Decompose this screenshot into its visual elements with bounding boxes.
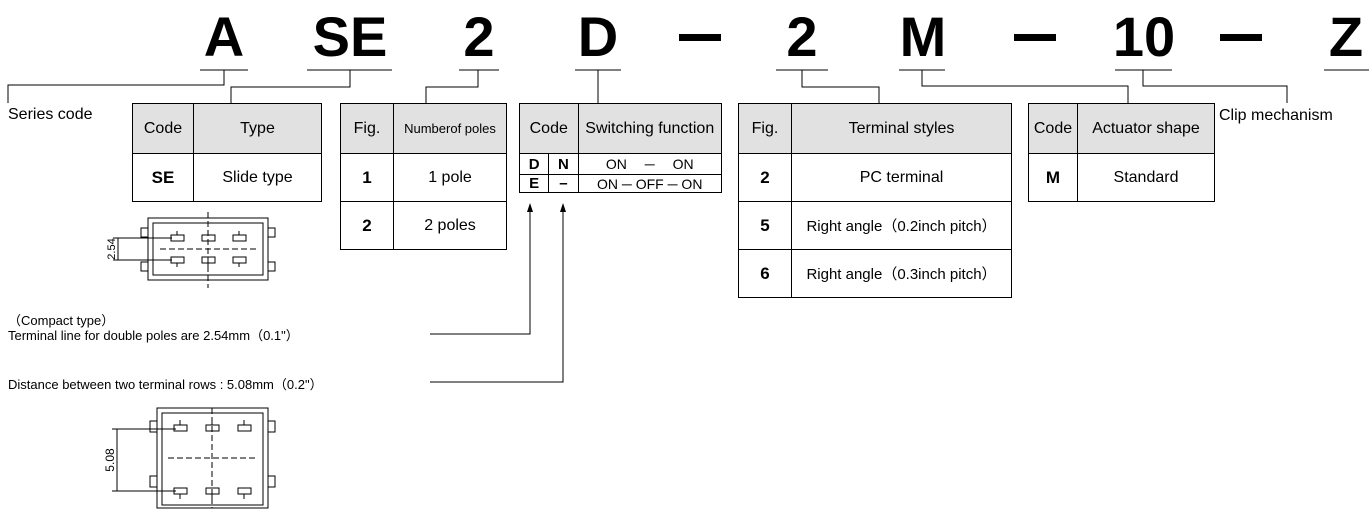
switching-table-header-function: Switching function bbox=[577, 103, 722, 154]
switching-function-table: Code Switching function D N ON ─ ON E – … bbox=[518, 103, 722, 193]
code-part-switching: D bbox=[577, 5, 619, 68]
terminal-rows-note: Distance between two terminal rows : 5.0… bbox=[8, 377, 323, 392]
code-separator-dash bbox=[1220, 34, 1262, 41]
double-poles-note: Terminal line for double poles are 2.54m… bbox=[8, 328, 299, 343]
terminal-desc-cell: PC terminal bbox=[791, 153, 1012, 202]
type-table-header-type: Type bbox=[193, 103, 322, 154]
terminal-styles-table: Fig. Terminal styles 2 PC terminal 5 Rig… bbox=[738, 103, 1012, 298]
type-table: Code Type SE Slide type bbox=[132, 103, 322, 202]
code-part-type: SE bbox=[312, 5, 388, 68]
actuator-table-header-code: Code bbox=[1028, 103, 1078, 154]
poles-fig-cell: 2 bbox=[340, 201, 394, 250]
terminal-fig-cell: 5 bbox=[738, 201, 792, 250]
switching-table-header-code: Code bbox=[519, 103, 579, 154]
actuator-shape-table: Code Actuator shape M Standard bbox=[1028, 103, 1215, 202]
poles-fig-cell: 1 bbox=[340, 153, 394, 202]
poles-table: Fig. Numberof poles 1 1 pole 2 2 poles bbox=[340, 103, 507, 250]
code-part-actuator: M bbox=[899, 5, 947, 68]
code-part-terminal: 2 bbox=[786, 5, 818, 68]
dimension-2-54: 2.54 bbox=[106, 238, 118, 259]
actuator-code-cell: M bbox=[1028, 153, 1078, 202]
code-separator-dash bbox=[1014, 34, 1056, 41]
terminal-table-header-fig: Fig. bbox=[738, 103, 792, 154]
poles-desc-cell: 1 pole bbox=[393, 153, 507, 202]
switching-code-cell: – bbox=[548, 174, 579, 193]
type-name-cell: Slide type bbox=[193, 153, 322, 202]
compact-type-note: （Compact type） bbox=[8, 313, 115, 328]
type-code-cell: SE bbox=[132, 153, 194, 202]
switching-code-cell: N bbox=[548, 153, 579, 175]
clip-mechanism-label: Clip mechanism bbox=[1219, 107, 1333, 124]
switching-function-cell: ON ─ OFF ─ ON bbox=[577, 174, 722, 193]
actuator-table-header-shape: Actuator shape bbox=[1077, 103, 1215, 154]
terminal-fig-cell: 6 bbox=[738, 249, 792, 298]
code-part-poles: 2 bbox=[463, 5, 495, 68]
terminal-fig-cell: 2 bbox=[738, 153, 792, 202]
standard-switch-drawing bbox=[112, 407, 276, 509]
code-part-clip: Z bbox=[1328, 5, 1364, 68]
compact-switch-drawing bbox=[113, 212, 276, 288]
switching-function-cell: ON ─ ON bbox=[577, 153, 722, 175]
terminal-desc-cell: Right angle（0.3inch pitch） bbox=[791, 249, 1012, 298]
code-separator-dash bbox=[679, 34, 721, 41]
terminal-desc-cell: Right angle（0.2inch pitch） bbox=[791, 201, 1012, 250]
actuator-desc-cell: Standard bbox=[1077, 153, 1215, 202]
series-code-label: Series code bbox=[8, 106, 93, 123]
poles-table-header-poles: Numberof poles bbox=[393, 103, 507, 154]
code-part-options: 10 bbox=[1112, 5, 1176, 68]
switching-code-cell: D bbox=[518, 153, 550, 175]
code-part-series: A bbox=[203, 5, 245, 68]
type-table-header-code: Code bbox=[132, 103, 194, 154]
dimension-5-08: 5.08 bbox=[103, 448, 117, 472]
terminal-table-header-styles: Terminal styles bbox=[791, 103, 1012, 154]
poles-table-header-fig: Fig. bbox=[340, 103, 394, 154]
poles-desc-cell: 2 poles bbox=[393, 201, 507, 250]
switching-code-cell: E bbox=[518, 174, 550, 193]
